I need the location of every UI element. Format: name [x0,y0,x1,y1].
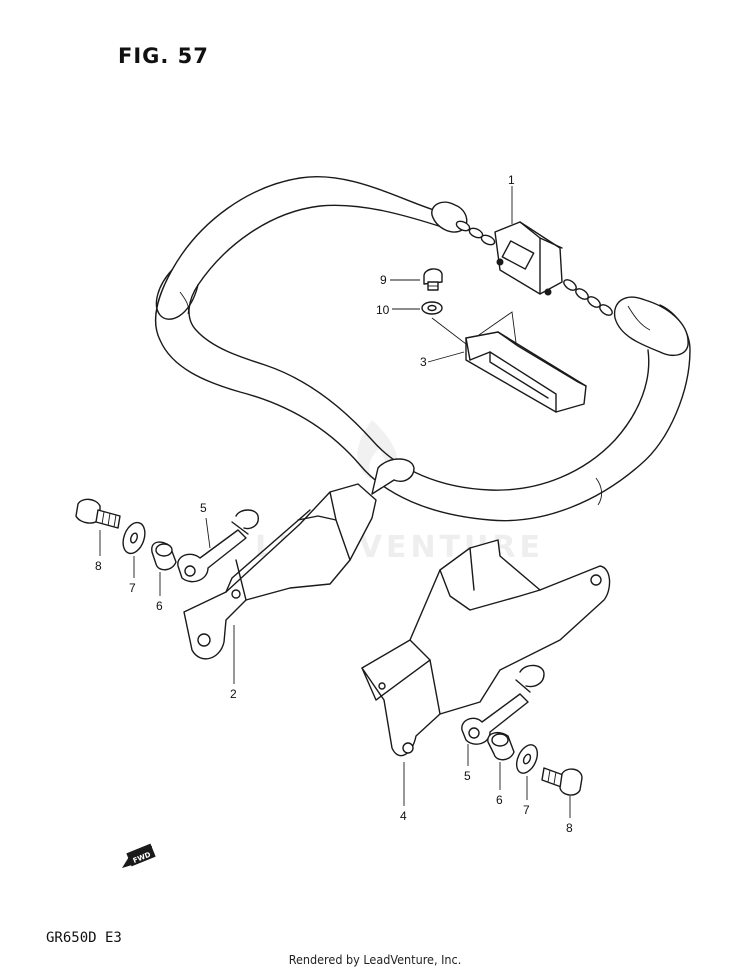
label-part-5-left: 5 [200,501,207,515]
label-part-1: 1 [508,173,515,187]
hook-5-left [177,509,259,583]
spacer-6-left [151,541,177,596]
screw-9 [390,268,443,291]
label-part-6-right: 6 [496,793,503,807]
hook-5-right [461,664,545,766]
label-part-7-right: 7 [523,803,530,817]
flame-logo-icon [357,420,398,485]
bolt-8-left [75,498,121,556]
figure-title: FIG. 57 [118,44,209,68]
label-part-3: 3 [420,355,427,369]
grab-rail [154,176,691,522]
fwd-arrow-icon [122,843,156,868]
label-part-4: 4 [400,809,407,823]
model-code: GR650D E3 [46,930,122,946]
bolt-8-right [541,767,583,818]
washer-7-right [515,744,539,800]
washer-10 [392,301,443,315]
washer-7-left [122,521,146,578]
label-part-8-left: 8 [95,559,102,573]
label-part-6-left: 6 [156,599,163,613]
bracket-4-right [361,539,611,806]
label-part-5-right: 5 [464,769,471,783]
label-part-10: 10 [376,303,390,317]
label-part-2: 2 [230,687,237,701]
label-part-7-left: 7 [129,581,136,595]
label-part-8-right: 8 [566,821,573,835]
footer-credit: Rendered by LeadVenture, Inc. [288,952,462,967]
label-part-9: 9 [380,273,387,287]
bracket-3 [427,311,587,413]
bracket-2-left [183,458,415,684]
chain-link-assembly [455,186,613,316]
spacer-6-right [487,731,515,790]
